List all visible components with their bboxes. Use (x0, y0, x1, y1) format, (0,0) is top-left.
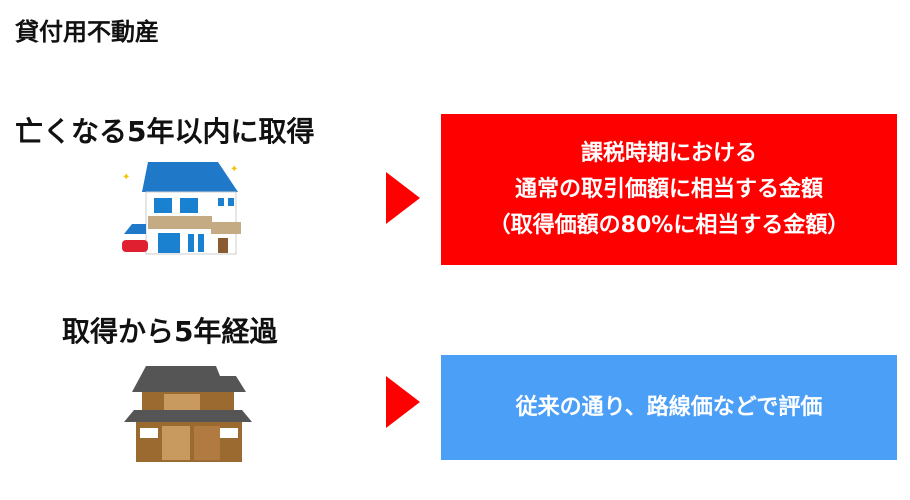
arrow-right-icon (386, 172, 420, 224)
svg-text:✦: ✦ (122, 172, 130, 183)
result-line: （取得価額の80%に相当する金額） (488, 212, 850, 238)
result-line: 従来の通り、路線価などで評価 (515, 394, 823, 420)
row1-label: 亡くなる5年以内に取得 (15, 115, 315, 148)
svg-text:✦: ✦ (230, 164, 238, 175)
traditional-house-icon (124, 366, 252, 462)
result-box-within-5-years: 課税時期における 通常の取引価額に相当する金額 （取得価額の80%に相当する金額… (441, 114, 897, 265)
result-box-after-5-years: 従来の通り、路線価などで評価 (441, 355, 897, 460)
arrow-right-icon (386, 376, 420, 428)
result-line: 通常の取引価額に相当する金額 (514, 176, 823, 202)
result-line: 課税時期における (580, 140, 757, 166)
modern-house-icon: ✦✦ (122, 162, 241, 255)
page-title: 貸付用不動産 (15, 18, 159, 46)
row2-label: 取得から5年経過 (62, 315, 278, 348)
